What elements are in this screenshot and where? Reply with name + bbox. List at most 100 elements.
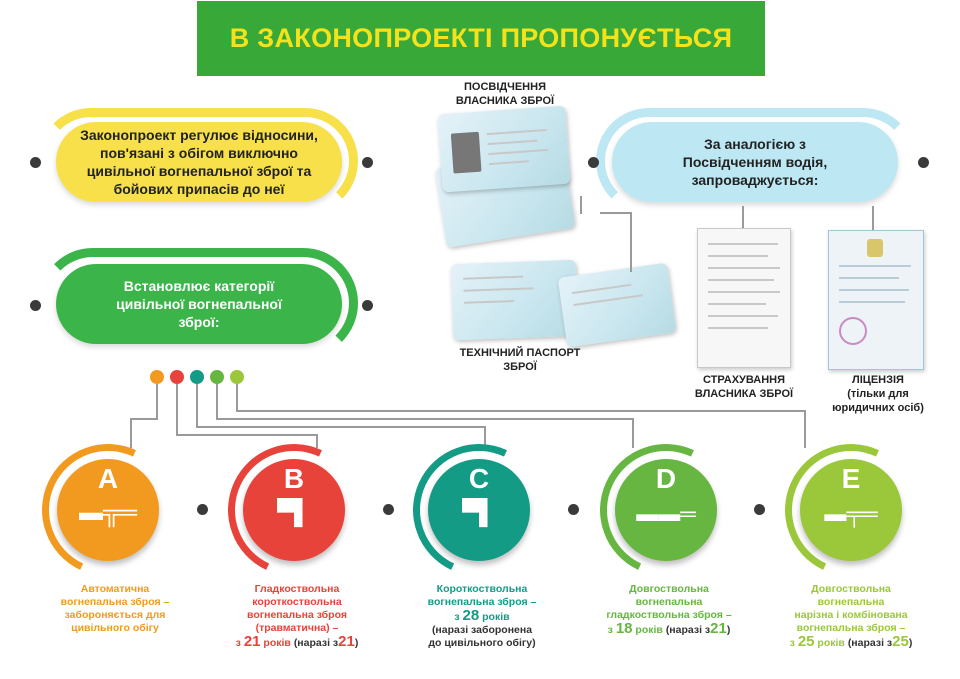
green-pill-group: Встановлює категорії цивільної вогнепаль… xyxy=(38,248,358,358)
scope-pill: Законопроект регулює відносини, пов'язан… xyxy=(56,122,342,202)
sniper-rifle-icon: ▬╤═ xyxy=(824,501,878,526)
category-b-circle: B ▀▌ xyxy=(243,459,345,561)
age-value: 21 xyxy=(243,633,261,650)
dot-bc xyxy=(383,504,394,515)
cat-a-line: цивільного обігу xyxy=(71,622,159,634)
age-note: (наразі з xyxy=(293,637,339,649)
cat-b-line: короткоствольна xyxy=(252,596,342,608)
license-label: ЛІЦЕНЗІЯ (тільки для юридичних осіб) xyxy=(818,373,938,415)
blue-pill-group: За аналогією з Посвідченням водія, запро… xyxy=(596,108,916,214)
tech-passport-label: ТЕХНІЧНИЙ ПАСПОРТ ЗБРОЇ xyxy=(459,347,581,373)
cat-e-age: з 25 років (наразі з25) xyxy=(776,633,926,650)
cat-c-line: Короткоствольна xyxy=(436,583,528,595)
dot-right-blue xyxy=(918,157,929,168)
license-document xyxy=(828,230,924,370)
age-note-2: до цивільного обігу) xyxy=(428,637,536,649)
cat-d-line: вогнепальна xyxy=(635,596,703,608)
owner-id-label: ПОСВІДЧЕННЯ ВЛАСНИКА ЗБРОЇ xyxy=(455,81,555,107)
dot-left-yellow xyxy=(30,157,41,168)
category-a-letter: A xyxy=(97,463,119,494)
cat-a-line: вогнепальна зброя – xyxy=(60,596,170,608)
tech-passport-back xyxy=(450,259,579,341)
cat-a-line: Автоматична xyxy=(80,583,150,595)
note-age: 21 xyxy=(338,633,355,650)
owner-id-card-front xyxy=(437,105,571,193)
age-prefix: з xyxy=(454,611,460,623)
age-unit: років xyxy=(635,624,663,636)
dot-e xyxy=(230,370,244,384)
title-banner: В ЗАКОНОПРОЕКТІ ПРОПОНУЄТЬСЯ xyxy=(197,1,765,76)
dot-c xyxy=(190,370,204,384)
cat-a-line: забороняється для xyxy=(64,609,166,621)
note-end: ) xyxy=(908,637,913,649)
cat-b-line: Гладкоствольна xyxy=(254,583,340,595)
cat-d-age: з 18 років (наразі з21) xyxy=(594,620,744,637)
category-d-circle: D ▬▬═ xyxy=(615,459,717,561)
age-prefix: з xyxy=(789,637,795,649)
pistol-icon: ▀▌ xyxy=(276,499,311,526)
machine-gun-icon: ▬╦═ xyxy=(78,499,137,526)
emblem-icon xyxy=(867,239,883,257)
analogy-text: За аналогією з Посвідченням водія, запро… xyxy=(682,136,828,188)
categories-pill: Встановлює категорії цивільної вогнепаль… xyxy=(56,264,342,344)
category-c-text: Короткоствольна вогнепальна зброя – з 28… xyxy=(412,583,552,650)
handgun-icon: ▀▌ xyxy=(461,499,496,526)
license-title: ЛІЦЕНЗІЯ xyxy=(852,374,904,386)
license-note: (тільки для юридичних осіб) xyxy=(832,388,924,414)
age-note: (наразі з xyxy=(665,624,711,636)
category-a-text: Автоматична вогнепальна зброя – забороня… xyxy=(50,583,180,635)
category-a-circle: A ▬╦═ xyxy=(57,459,159,561)
shotgun-icon: ▬▬═ xyxy=(636,501,696,526)
cat-e-line: Довгоствольна xyxy=(811,583,891,595)
age-unit: років xyxy=(263,637,291,649)
cat-e-line: вогнепальна зброя – xyxy=(796,622,906,634)
note-age: 25 xyxy=(892,633,909,650)
cat-e-line: нарізна і комбінована xyxy=(794,609,908,621)
category-b-letter: B xyxy=(283,463,305,494)
age-unit: років xyxy=(482,611,510,623)
age-note: (наразі заборонена xyxy=(431,624,533,636)
dot-d xyxy=(210,370,224,384)
insurance-label: СТРАХУВАННЯ ВЛАСНИКА ЗБРОЇ xyxy=(694,374,794,400)
insurance-document xyxy=(697,228,791,368)
category-e-circle: E ▬╤═ xyxy=(800,459,902,561)
category-c-letter: C xyxy=(468,463,490,494)
page-title: В ЗАКОНОПРОЕКТІ ПРОПОНУЄТЬСЯ xyxy=(229,23,733,53)
cat-b-age: з 21 років (наразі з21) xyxy=(222,633,372,650)
dot-right-green xyxy=(362,300,373,311)
tech-passport-front xyxy=(557,262,677,348)
cat-c-age: з 28 років xyxy=(412,607,552,624)
age-note: (наразі з xyxy=(847,637,893,649)
cat-e-line: вогнепальна xyxy=(817,596,885,608)
age-unit: років xyxy=(817,637,845,649)
stamp-icon xyxy=(839,317,867,345)
dot-cd xyxy=(568,504,579,515)
photo-icon xyxy=(450,131,482,174)
analogy-pill: За аналогією з Посвідченням водія, запро… xyxy=(612,122,898,202)
note-end: ) xyxy=(726,624,731,636)
age-value: 18 xyxy=(615,620,633,637)
categories-text: Встановлює категорії цивільної вогнепаль… xyxy=(116,278,282,330)
cat-d-line: Довгоствольна xyxy=(629,583,709,595)
cat-b-line: (травматична) – xyxy=(255,622,339,634)
dot-ab xyxy=(197,504,208,515)
category-d-letter: D xyxy=(655,463,677,494)
category-e-text: Довгоствольна вогнепальна нарізна і комб… xyxy=(776,583,926,650)
age-prefix: з xyxy=(607,624,613,636)
note-age: 21 xyxy=(710,620,727,637)
cat-d-line: гладкоствольна зброя – xyxy=(606,609,732,621)
age-prefix: з xyxy=(235,637,241,649)
cat-b-line: вогнепальна зброя xyxy=(247,609,347,621)
dot-left-green xyxy=(30,300,41,311)
dot-a xyxy=(150,370,164,384)
dot-right-yellow xyxy=(362,157,373,168)
yellow-pill-group: Законопроект регулює відносини, пов'язан… xyxy=(38,108,358,214)
category-b-text: Гладкоствольна короткоствольна вогнепаль… xyxy=(222,583,372,650)
dot-b xyxy=(170,370,184,384)
note-end: ) xyxy=(354,637,359,649)
age-value: 28 xyxy=(462,607,480,624)
age-value: 25 xyxy=(797,633,815,650)
cat-c-line: вогнепальна зброя – xyxy=(427,596,537,608)
category-e-letter: E xyxy=(841,463,861,494)
dot-de xyxy=(754,504,765,515)
